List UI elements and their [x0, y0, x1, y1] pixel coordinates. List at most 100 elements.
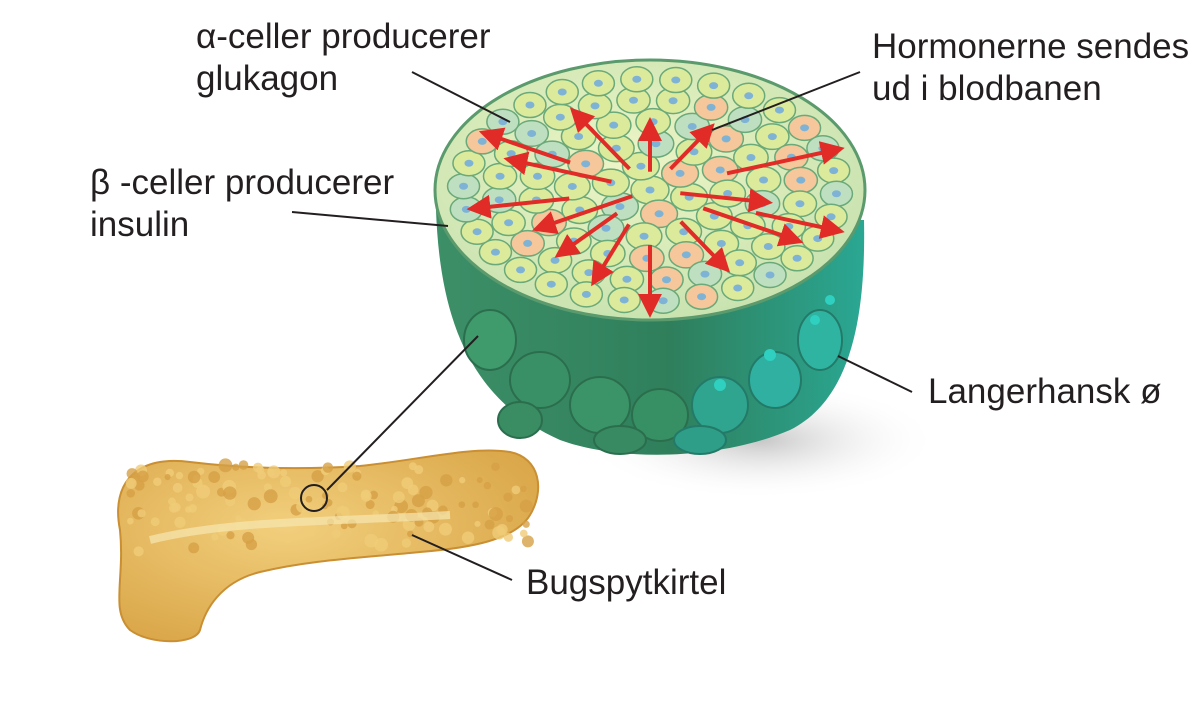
pancreas-lobule: [360, 489, 371, 500]
pancreas-lobule: [476, 477, 483, 484]
pancreas-lobule: [411, 494, 425, 508]
pancreas-lobule: [174, 516, 186, 528]
pancreas-lobule: [188, 504, 197, 513]
pancreas-lobule: [408, 462, 417, 471]
pancreas-lobule: [423, 521, 435, 533]
pancreas-lobule: [521, 535, 534, 548]
islet-cell: [482, 162, 518, 190]
label-langerhans-island: Langerhansk ø: [928, 372, 1162, 411]
pancreas-lobule: [125, 477, 137, 489]
islet-cell: [753, 261, 787, 289]
pancreas-lobule: [267, 468, 275, 476]
pancreas-lobule: [263, 489, 278, 504]
pancreas-lobule: [185, 493, 194, 502]
pancreas-highlight-circle: [300, 484, 328, 512]
islet-cell: [816, 157, 851, 184]
pancreas-lobule: [208, 471, 221, 483]
islet-cell: [460, 218, 494, 245]
islet-side-cells: [463, 295, 843, 455]
pancreas-lobule: [340, 522, 348, 530]
hormone-arrow: [466, 194, 570, 219]
pancreas-lobule: [232, 463, 240, 471]
islet-cell: [750, 232, 786, 261]
pancreas-lobule: [438, 522, 452, 536]
pancreas-lobule: [150, 517, 160, 527]
islet-cell: [731, 82, 766, 110]
islet-cell: [684, 283, 719, 310]
islet-cell: [819, 180, 854, 208]
pancreas-lobule: [440, 474, 453, 487]
pancreas-lobule: [308, 529, 315, 537]
pancreas-lobule: [252, 462, 263, 473]
pancreas-lobule: [522, 520, 530, 528]
pancreas-lobule: [280, 469, 288, 477]
pancreas-lobule: [401, 477, 414, 490]
pancreas-lobule: [196, 484, 211, 499]
hormone-arrow: [591, 223, 631, 287]
islet-cell: [659, 66, 693, 94]
islet-cell: [722, 249, 758, 277]
islet-cell: [754, 123, 790, 151]
leader-line-island: [837, 355, 913, 393]
pancreas-lobule: [484, 519, 495, 530]
islet-cell: [514, 119, 550, 148]
pancreas-lobule: [133, 546, 144, 557]
pancreas-shape: [117, 449, 540, 643]
hormone-arrow: [726, 141, 845, 176]
pancreas-lobule: [171, 502, 181, 512]
leader-line-pancreas: [326, 335, 479, 491]
islet-cell: [780, 245, 814, 272]
label-hormones: Hormonerne sendes ud i blodbanen: [872, 27, 1190, 108]
leader-line-alpha: [411, 71, 511, 123]
islet-cell: [513, 91, 547, 119]
pancreas-lobule: [247, 497, 261, 511]
pancreas-lobule: [519, 529, 528, 538]
pancreas-lobule: [126, 489, 135, 498]
hormone-arrow: [554, 211, 619, 258]
pancreas-lobule: [172, 482, 183, 493]
islet-cell: [620, 66, 654, 93]
islet-cell: [693, 93, 729, 121]
hormone-arrow: [755, 210, 845, 239]
islet-cell: [628, 244, 665, 273]
pancreas-lobule: [311, 470, 324, 483]
islet-cell: [625, 222, 663, 251]
pancreas-lobule: [474, 520, 481, 527]
islet-cell: [696, 72, 731, 99]
pancreas-lobule: [288, 486, 302, 500]
pancreas-lobule: [322, 462, 334, 473]
leader-line-hormones: [711, 71, 861, 131]
islet-cell: [745, 166, 782, 194]
pancreas-lobule: [492, 526, 506, 540]
hormone-arrow: [478, 127, 571, 165]
pancreas-lobule: [279, 475, 292, 488]
islet-cell: [787, 114, 822, 142]
pancreas-lobule: [263, 483, 272, 492]
islet-cell: [708, 125, 745, 153]
pancreas-lobule: [127, 517, 134, 525]
islet-cell: [783, 166, 819, 194]
pancreas-lobule: [223, 486, 237, 500]
pancreas-lobule: [519, 499, 533, 513]
islet-cell: [782, 190, 818, 218]
islet-cell: [534, 270, 569, 298]
pancreas-lobule: [218, 458, 233, 473]
hormone-arrow: [702, 206, 804, 247]
pancreas-lobule: [503, 532, 514, 542]
pancreas-lobule: [305, 495, 313, 503]
pancreas-lobule: [392, 491, 405, 504]
islet-cell: [733, 143, 769, 172]
islet-cell: [569, 281, 604, 308]
pancreas-lobule: [284, 536, 292, 544]
leader-line-beta: [291, 211, 449, 227]
pancreas-lobule: [211, 533, 219, 541]
pancreas-lobule: [164, 473, 171, 481]
hormone-arrow: [532, 194, 633, 235]
leader-line-bugspytkirtel: [411, 534, 513, 581]
pancreas-lobule: [488, 507, 503, 522]
islet-cell: [577, 92, 613, 120]
pancreas-lobule: [505, 515, 514, 523]
islet-cell: [806, 135, 840, 162]
hormone-arrow: [669, 123, 715, 171]
islet-cell: [595, 111, 632, 140]
